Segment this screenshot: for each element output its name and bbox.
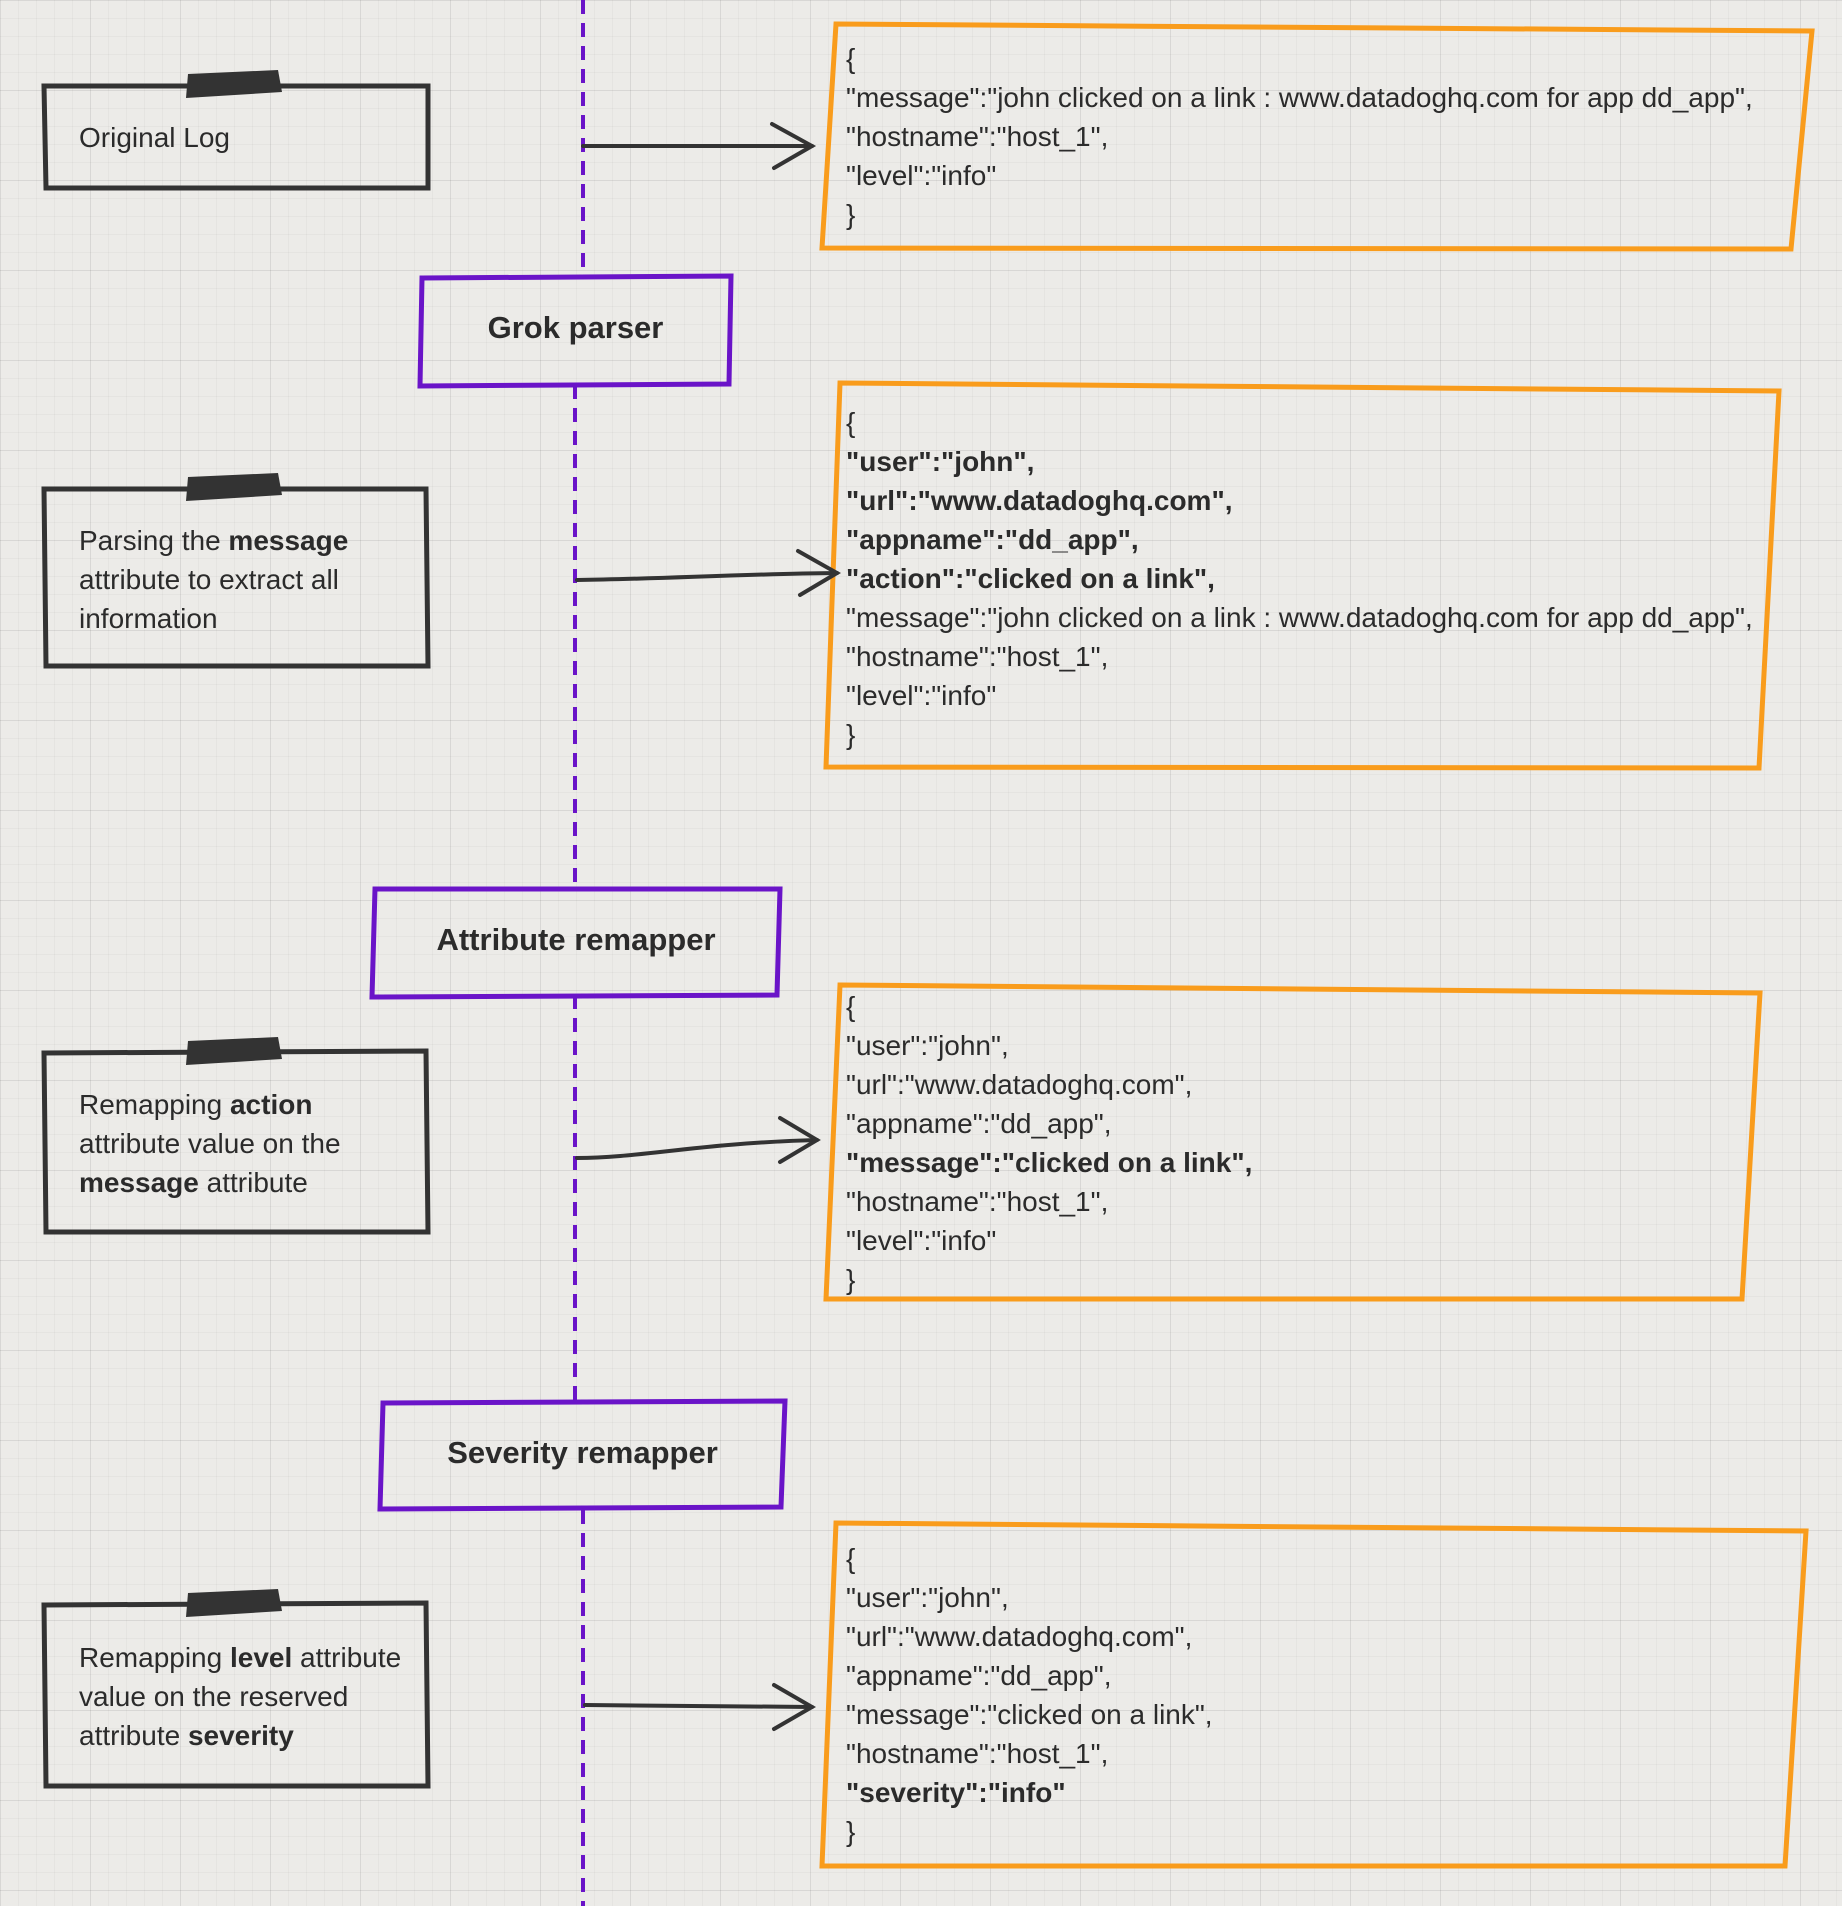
processor-label-severity-remapper: Severity remapper [447,1435,718,1470]
arrow-1 [581,122,817,170]
log-json-line: "level":"info" [846,160,997,191]
note-text-run: attribute value on the [79,1128,341,1159]
note-text-run: Original Log [79,122,230,153]
tape-icon [186,1037,282,1065]
grok-parser-box [417,273,734,389]
note-text-run: value on the reserved [79,1681,349,1712]
log-json-line: { [846,991,856,1022]
arrows [575,122,841,1731]
note-line: Original Log [79,118,230,157]
log-json-line: "user":"john", [846,446,1035,477]
note-text-run: Remapping [79,1642,230,1673]
tape-icon [186,70,282,98]
tape-icon [186,473,282,501]
log-json-line: "hostname":"host_1", [846,1186,1109,1217]
log-json-line: "appname":"dd_app", [846,1108,1112,1139]
log-json-line: "hostname":"host_1", [846,641,1109,672]
log-json-line: "hostname":"host_1", [846,1738,1109,1769]
note-text: Remapping level attribute value on the re… [79,1638,401,1755]
note-text-run: attribute [292,1642,402,1673]
note-line: Remapping action [79,1085,341,1124]
arrow-4 [583,1683,816,1731]
log-json-line: } [846,719,856,750]
note-text: Remapping action attribute value on the me… [79,1085,341,1202]
log-json-line: } [846,1816,856,1847]
note-text-run: Parsing the [79,525,229,556]
note-text-run: severity [187,1720,294,1751]
log-box-3 [823,982,1763,1302]
note-text-run: information [79,603,218,634]
processor-label-grok: Grok parser [487,310,664,345]
log-json-line: "message":"clicked on a link", [846,1699,1213,1730]
note-text-run: Remapping [79,1089,230,1120]
log-json-line: "appname":"dd_app", [846,1660,1112,1691]
log-json-line: } [846,1264,856,1295]
note-line: information [79,599,348,638]
timeline [573,0,585,1906]
log-json-line: "url":"www.datadoghq.com", [846,1621,1193,1652]
note-text-run: action [229,1089,313,1120]
log-json-line: { [846,407,856,438]
log-json: { "message":"john clicked on a link : www… [846,39,1753,234]
note-text: Parsing the message attribute to extract … [79,521,348,638]
log-json-line: "level":"info" [846,1225,997,1256]
log-json: { "user":"john", "url":"www.datadoghq.com"… [846,987,1252,1299]
arrow-3 [575,1116,821,1164]
tape-icon [186,1589,282,1617]
log-box-4 [819,1520,1809,1869]
note-text-run: message [228,525,349,556]
severity-remapper-box [377,1398,788,1512]
note-box-1 [41,70,431,191]
log-json-line: "url":"www.datadoghq.com", [846,1069,1193,1100]
note-line: attribute severity [79,1716,401,1755]
note-line: Remapping level attribute [79,1638,401,1677]
note-text-run: attribute [198,1167,308,1198]
note-line: value on the reserved [79,1677,401,1716]
processor-label-attribute-remapper: Attribute remapper [436,922,716,957]
note-line: attribute value on the [79,1124,341,1163]
log-json-line: { [846,43,856,74]
log-json-line: "user":"john", [846,1030,1009,1061]
log-json-line: "hostname":"host_1", [846,121,1109,152]
log-json-line: "appname":"dd_app", [846,524,1139,555]
log-json-line: "message":"clicked on a link", [846,1147,1253,1178]
note-box-2 [41,473,431,669]
log-json: { "user":"john", "url":"www.datadoghq.com"… [846,1539,1213,1851]
log-box-1 [819,21,1815,252]
log-json-line: "user":"john", [846,1582,1009,1613]
note-box-3 [41,1037,431,1235]
log-json-line: "level":"info" [846,680,997,711]
note-line: message attribute [79,1163,341,1202]
note-box-4 [41,1589,431,1789]
note-text-run: attribute [79,1720,188,1751]
log-json: { "user":"john", "url":"www.datadoghq.com"… [846,403,1753,754]
note-text-run: level [229,1642,293,1673]
log-box-2 [823,380,1782,771]
log-json-line: { [846,1543,856,1574]
log-json-line: "message":"john clicked on a link : www.… [846,602,1753,633]
note-line: attribute to extract all [79,560,348,599]
attribute-remapper-box [369,886,783,1000]
note-text-run: message [79,1167,199,1198]
arrow-2 [575,549,841,597]
note-line: Parsing the message [79,521,348,560]
log-json-line: "severity":"info" [846,1777,1066,1808]
log-json-line: } [846,199,856,230]
log-json-line: "message":"john clicked on a link : www.… [846,82,1753,113]
log-json-line: "action":"clicked on a link", [846,563,1215,594]
note-text-run: attribute to extract all [79,564,339,595]
note-text: Original Log [79,118,230,157]
log-json-line: "url":"www.datadoghq.com", [846,485,1233,516]
